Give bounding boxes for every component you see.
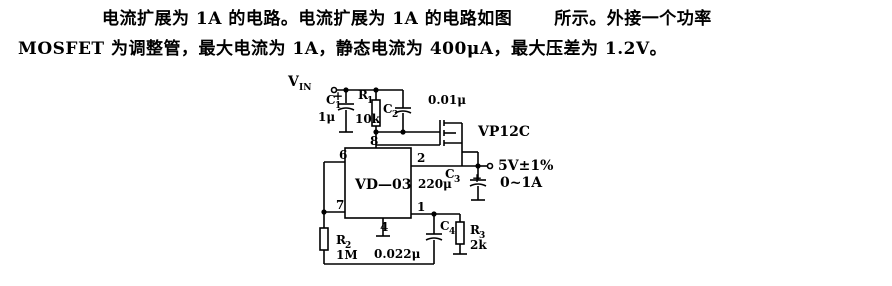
pin6-label: 6 bbox=[339, 148, 347, 162]
intro-text-continued: 所示。外接一个功率 bbox=[554, 9, 712, 29]
r1-label: R bbox=[358, 88, 369, 102]
pin4-label: 4 bbox=[380, 220, 388, 234]
r1-value: 10k bbox=[355, 112, 381, 126]
c4-label: C bbox=[440, 219, 450, 233]
c2-value: 0.01μ bbox=[428, 93, 466, 107]
c2-capacitor bbox=[394, 107, 412, 132]
r3-sub-label: 3 bbox=[479, 231, 485, 241]
ic-label: VD—03 bbox=[354, 177, 412, 193]
pin7-label: 7 bbox=[336, 198, 344, 212]
c1-label: C bbox=[326, 93, 336, 107]
output-voltage: 5V±1% bbox=[498, 158, 553, 174]
pin2-label: 2 bbox=[417, 151, 425, 165]
r1-sub-label: 1 bbox=[367, 96, 373, 106]
intro-text: 电流扩展为 1A 的电路。电流扩展为 1A 的电路如图 bbox=[102, 9, 513, 29]
ic-vd03 bbox=[344, 147, 412, 219]
c3-sub-label: 3 bbox=[454, 175, 460, 185]
pin1-label: 1 bbox=[417, 200, 425, 214]
vin-label: V bbox=[287, 74, 300, 90]
r2-label: R bbox=[336, 233, 347, 247]
c3-label: C bbox=[445, 167, 455, 181]
vin-sub-label: IN bbox=[299, 83, 311, 93]
mosfet-label: VP12C bbox=[477, 124, 530, 140]
c3-capacitor bbox=[469, 166, 487, 201]
c1-capacitor bbox=[337, 103, 355, 133]
c2-sub-label: 2 bbox=[392, 110, 398, 120]
r2-sub-label: 2 bbox=[345, 241, 351, 251]
r2-resistor bbox=[319, 227, 329, 251]
r3-value: 2k bbox=[470, 238, 487, 252]
output-current: 0~1A bbox=[500, 175, 543, 191]
c4-value: 0.022μ bbox=[374, 247, 421, 261]
c1-value: 1μ bbox=[318, 110, 335, 124]
c3-value: 220μ bbox=[418, 177, 452, 191]
mosfet-vp12c bbox=[376, 120, 463, 152]
output-terminal bbox=[486, 162, 494, 170]
c1-plus-sign: + bbox=[333, 89, 343, 103]
c4-sub-label: 4 bbox=[449, 227, 455, 237]
c1-sub-label: 1 bbox=[335, 101, 341, 111]
paragraph-line-2: MOSFET 为调整管，最大电流为 1A，静态电流为 400μA，最大压差为 1… bbox=[18, 39, 668, 59]
r3-resistor bbox=[455, 221, 465, 245]
c3-plus-sign: + bbox=[472, 171, 482, 185]
c4-capacitor bbox=[425, 233, 443, 264]
paragraph-line-1: 电流扩展为 1A 的电路。电流扩展为 1A 的电路如图 所示。外接一个功率 bbox=[18, 4, 882, 34]
r2-value: 1M bbox=[336, 248, 358, 262]
r3-label: R bbox=[470, 223, 481, 237]
c2-label: C bbox=[383, 102, 393, 116]
pin8-label: 8 bbox=[370, 134, 378, 148]
